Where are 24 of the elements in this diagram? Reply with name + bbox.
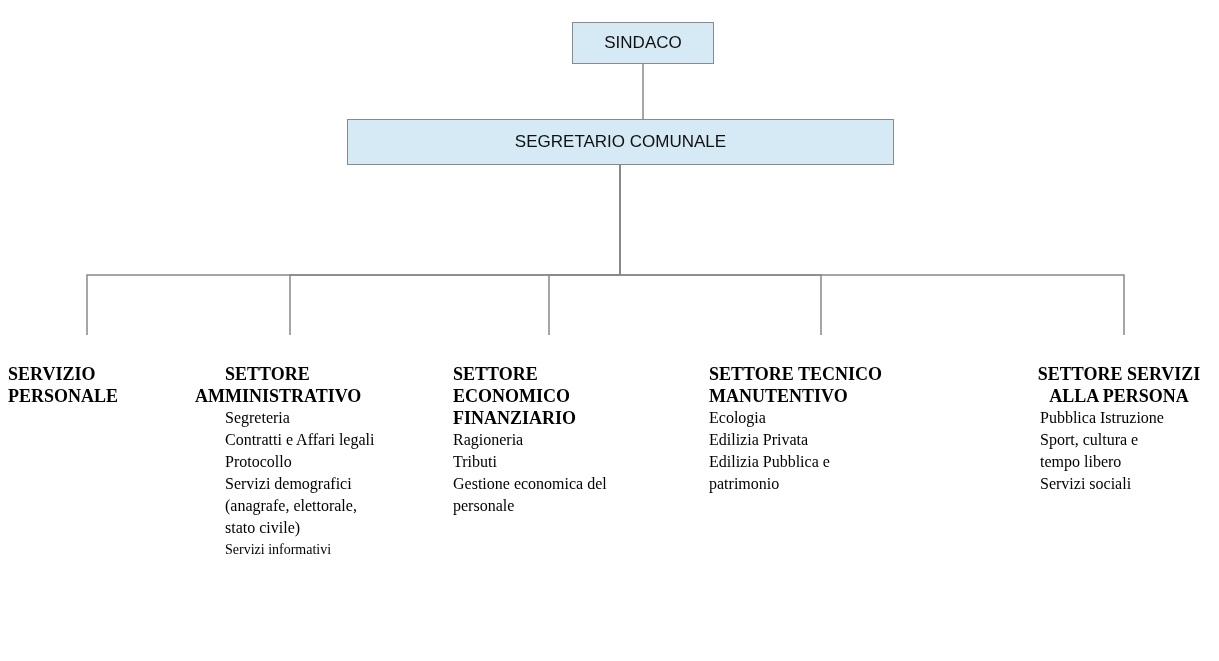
office-item: Ecologia (709, 408, 767, 429)
office-item: Servizi demografici (anagrafe, elettorale, stato civile) (225, 474, 358, 539)
office-item: Protocollo (225, 452, 293, 472)
office-item: Contratti e Affari legali (225, 430, 376, 451)
office-item: Edilizia Pubblica e patrimonio (709, 452, 831, 495)
role-box (347, 119, 894, 165)
department-heading: SETTORE TECNICO MANUTENTIVO (709, 363, 883, 407)
office-item: Ragioneria (453, 430, 525, 451)
department-heading: SETTORE ECONOMICO FINANZIARIO (453, 363, 577, 429)
office-item: Gestione economica del personale (453, 474, 608, 517)
role-box (572, 22, 714, 64)
department-heading: SETTORE AMMINISTRATIVO (195, 363, 363, 407)
role-title: SEGRETARIO COMUNALE (514, 132, 727, 152)
office-item: Servizi informativi (225, 541, 333, 559)
office-item: Segreteria (225, 408, 291, 429)
department-heading: SETTORE SERVIZI ALLA PERSONA (1036, 363, 1202, 407)
role-title: SINDACO (604, 33, 682, 53)
office-item: Pubblica Istruzione (1040, 408, 1165, 428)
office-item: Tributi (453, 452, 498, 472)
department-heading: SERVIZIO PERSONALE (8, 363, 120, 407)
office-item: Edilizia Privata (709, 430, 810, 450)
office-item: Servizi sociali (1040, 474, 1133, 494)
connector-line (642, 63, 644, 120)
office-item: Sport, cultura e tempo libero (1040, 430, 1140, 473)
